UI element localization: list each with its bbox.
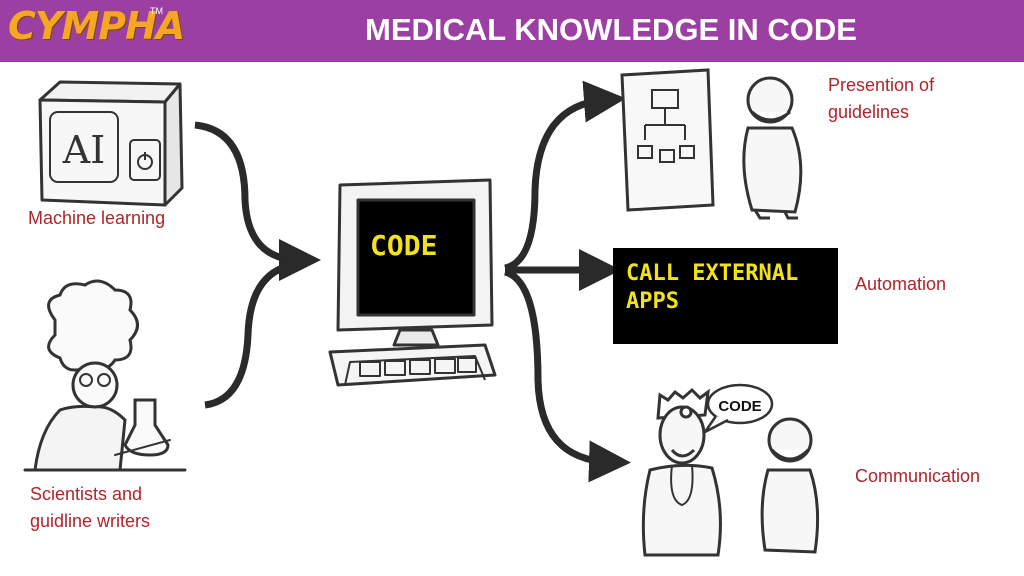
external-apps-screen (613, 248, 838, 344)
arrow-code-to-communication (503, 268, 631, 483)
ai-box-text: AI (62, 128, 105, 172)
speech-bubble-text: CODE (718, 398, 761, 415)
automation-label: Automation (855, 274, 947, 294)
presentation-label: Presention of guidelines (828, 75, 935, 122)
doctor-icon (641, 387, 722, 557)
arrow-ml-to-code (194, 121, 321, 281)
monitor-code-text: CODE (370, 229, 438, 262)
page-title: MEDICAL KNOWLEDGE IN CODE (365, 12, 857, 47)
speech-bubble-icon (703, 383, 774, 434)
surgeon-icon (742, 76, 803, 220)
computer-monitor-icon (328, 178, 497, 387)
communication-label: Communication (855, 466, 981, 486)
scientists-label: Scientists and guidline writers (30, 484, 151, 531)
header-bar: CYMPHA TM MEDICAL KNOWLEDGE IN CODE (0, 0, 1024, 62)
surgeon-icon (760, 417, 820, 554)
arrow-scientist-to-code (204, 260, 301, 409)
ai-box-icon (38, 80, 184, 207)
cympha-logo: CYMPHA (8, 4, 185, 48)
arrow-code-to-presentation (503, 80, 626, 272)
scientist-icon (23, 279, 187, 472)
external-apps-text: CALL EXTERNAL APPS (626, 261, 799, 314)
machine-learning-label: Machine learning (28, 208, 166, 228)
guideline-document-icon (620, 68, 715, 212)
logo-trademark: TM (150, 6, 163, 16)
